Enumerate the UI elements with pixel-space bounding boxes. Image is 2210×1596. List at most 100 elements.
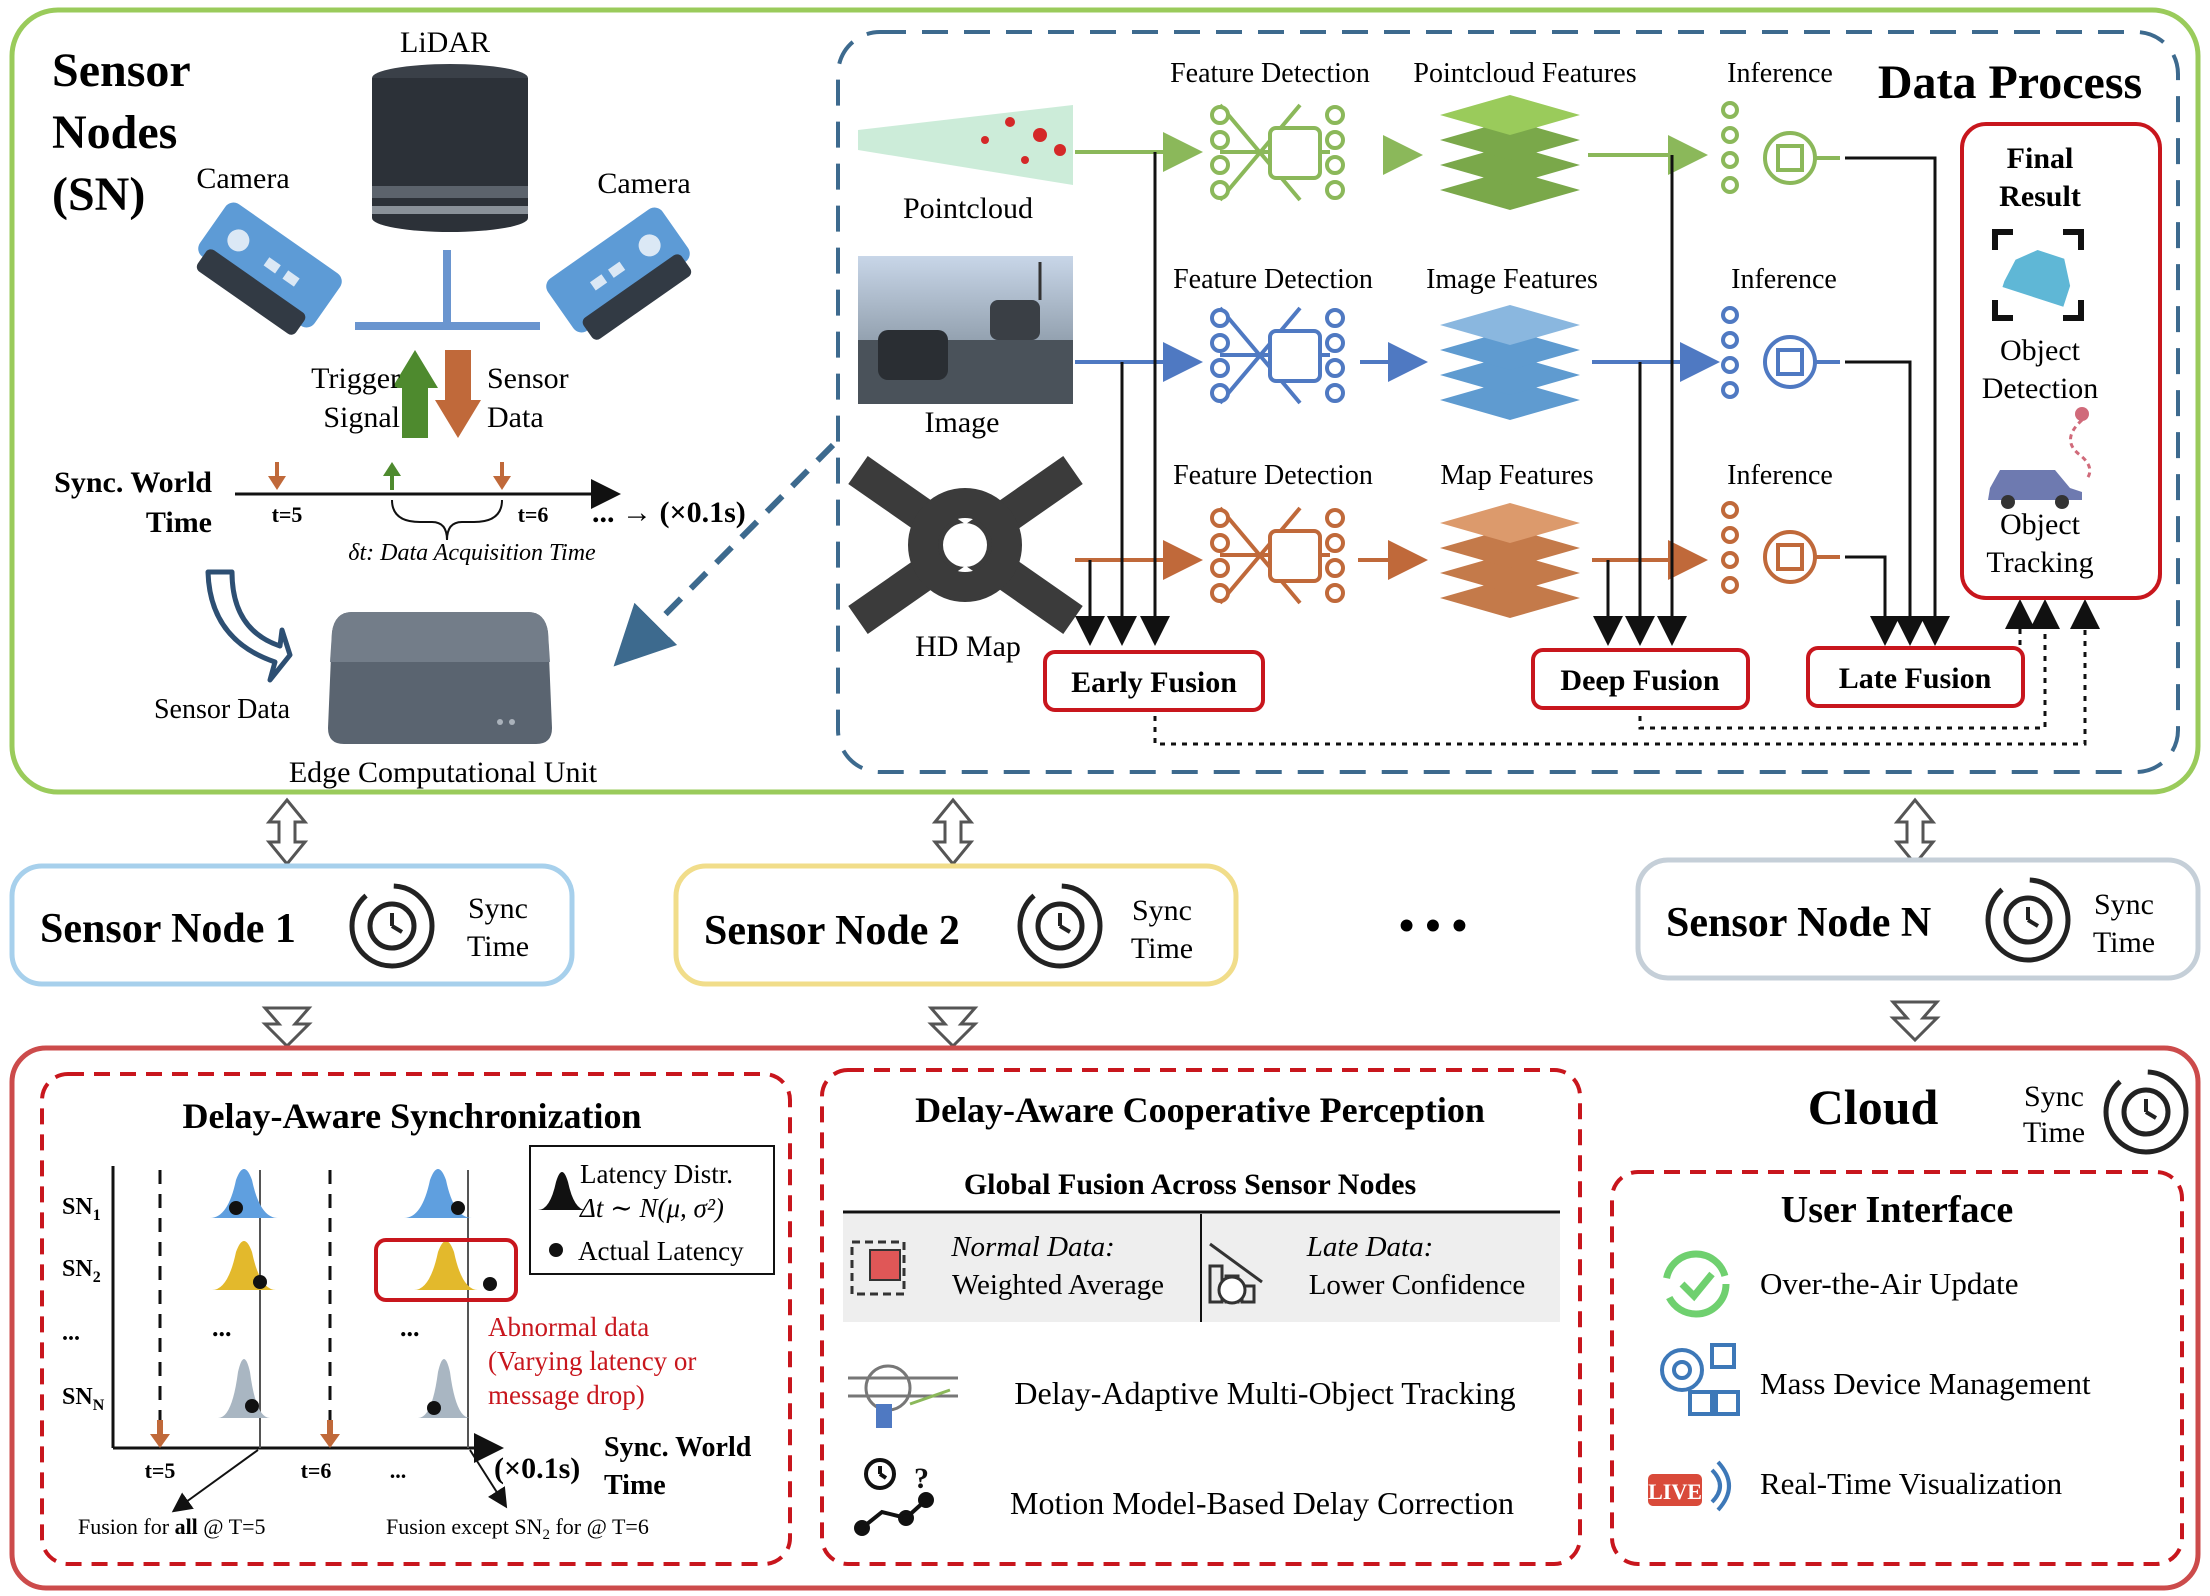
updown-arrow-n-icon <box>1893 797 1937 867</box>
delay-correction-icon: ? <box>854 1458 934 1536</box>
down-arrow-1-icon <box>261 1006 313 1049</box>
svg-text:?: ? <box>914 1462 929 1495</box>
das-row-1-label: SN1 <box>62 1194 101 1224</box>
inference-label-1: Inference <box>1727 58 1833 89</box>
sensor-node-n-label: Sensor Node N <box>1666 900 1931 946</box>
das-axis-unit: (×0.1s) <box>494 1452 580 1485</box>
sync-time-label-node1-2: Time <box>467 930 529 963</box>
cloud-sync-label-2: Time <box>2023 1116 2085 1149</box>
tick-marker-t6 <box>493 462 511 490</box>
device-management-icon <box>1660 1343 1740 1416</box>
das-tick-t5: t=5 <box>145 1458 176 1483</box>
das-title: Delay-Aware Synchronization <box>183 1096 642 1136</box>
ota-update-icon <box>1662 1250 1730 1318</box>
sync-clock-icon <box>349 883 435 969</box>
latency-distribution-sn2-b <box>414 1241 497 1291</box>
sn-title-line-3: (SN) <box>52 168 145 221</box>
feature-detection-label-2: Feature Detection <box>1173 264 1373 295</box>
early-fusion-label: Early Fusion <box>1071 666 1237 699</box>
sn-title-line-1: Sensor <box>52 44 191 97</box>
map-features-label: Map Features <box>1440 460 1593 491</box>
final-result-label-2: Result <box>1999 180 2081 213</box>
latency-distribution-sn1-b <box>404 1169 472 1218</box>
pointcloud-image <box>858 100 1073 190</box>
tick-marker-trigger <box>383 462 401 490</box>
object-tracking-label-1: Object <box>2000 508 2081 541</box>
car-tracking-icon <box>1988 407 2092 509</box>
inference-label-2: Inference <box>1731 264 1837 295</box>
sensor-data-arrow-icon <box>435 350 481 438</box>
nodes-ellipsis: • • • <box>1399 901 1467 950</box>
legend-actual-label: Actual Latency <box>578 1236 744 1266</box>
abnormal-data-label-1: Abnormal data <box>488 1312 649 1342</box>
das-row-4-label: SNN <box>62 1384 105 1414</box>
axis-unit-label: ... → (×0.1s) <box>592 496 746 529</box>
lidar-icon <box>372 64 528 232</box>
camera-right-icon <box>546 207 692 340</box>
sensor-data-label-1: Sensor <box>487 362 569 395</box>
tick-t5-label: t=5 <box>272 502 303 527</box>
ui-box <box>1610 1170 2184 1566</box>
data-process-title: Data Process <box>1878 56 2142 109</box>
lidar-label: LiDAR <box>400 26 490 59</box>
camera-right-label: Camera <box>597 167 690 200</box>
latency-distribution-sn1-a <box>210 1169 278 1218</box>
feature-net-icon-image <box>1210 306 1345 405</box>
das-tick-dots: ... <box>390 1458 407 1483</box>
data-process-link-arrow <box>613 442 836 667</box>
hd-map-image <box>848 454 1083 634</box>
edge-unit-icon <box>328 612 552 744</box>
late-data-label-2: Lower Confidence <box>1309 1269 1526 1301</box>
inference-icon-pointcloud <box>1721 101 1840 194</box>
pointcloud-flow-arrows <box>1075 132 1708 175</box>
sensor-node-1-card <box>9 863 575 987</box>
inference-icon-map <box>1721 501 1840 594</box>
tick-marker-t6 <box>320 1420 340 1448</box>
pointcloud-features-label: Pointcloud Features <box>1413 58 1636 89</box>
tick-marker-t5 <box>150 1420 170 1448</box>
updown-arrow-1-icon <box>265 797 309 867</box>
ui-item-3-label: Real-Time Visualization <box>1760 1466 2063 1501</box>
updown-arrow-2-icon <box>931 797 975 867</box>
latency-distribution-sn2-a <box>212 1241 276 1290</box>
das-sync-label-1: Sync. World <box>604 1432 752 1463</box>
fusion-except-pointer <box>469 1449 508 1509</box>
abnormal-data-label-3: message drop) <box>488 1380 645 1410</box>
legend-latency-label-2: Δt ∼ N(μ, σ²) <box>579 1193 724 1223</box>
das-dots-2: ... <box>400 1313 420 1342</box>
sensor-node-1-label: Sensor Node 1 <box>40 906 296 952</box>
das-box <box>40 1072 792 1566</box>
sync-clock-icon <box>2103 1069 2189 1155</box>
dacp-box <box>820 1068 1582 1566</box>
sensor-node-2-card <box>673 863 1239 987</box>
late-fusion-label: Late Fusion <box>1839 662 1992 695</box>
das-sync-label-2: Time <box>604 1470 666 1501</box>
tracking-label: Delay-Adaptive Multi-Object Tracking <box>1014 1375 1515 1411</box>
latency-distribution-snn-a <box>218 1359 270 1418</box>
tracking-icon <box>848 1364 958 1428</box>
trigger-arrow-icon <box>392 350 438 438</box>
das-row-2-label: SN2 <box>62 1256 101 1286</box>
sensor-data-curve-arrow-icon <box>205 569 293 683</box>
sensor-data-label-2: Data <box>487 401 544 434</box>
live-badge-label: LIVE <box>1648 1479 1702 1504</box>
image-features-icon <box>1440 305 1580 420</box>
live-visualization-icon <box>1648 1460 1731 1512</box>
camera-left-icon <box>196 202 342 335</box>
ui-title: User Interface <box>1781 1189 2013 1231</box>
feature-net-icon-map <box>1210 506 1345 605</box>
late-data-label-1: Late Data: <box>1306 1231 1433 1263</box>
normal-data-label-2: Weighted Average <box>952 1269 1164 1301</box>
feature-detection-label-3: Feature Detection <box>1173 460 1373 491</box>
legend-actual-icon <box>549 1243 563 1257</box>
camera-left-label: Camera <box>196 162 289 195</box>
das-dots-1: ... <box>212 1313 232 1342</box>
fusion-except-label: Fusion except SN2 for @ T=6 <box>386 1514 649 1543</box>
sensor-node-2-label: Sensor Node 2 <box>704 908 960 954</box>
deep-fusion-box <box>1531 648 1750 710</box>
deep-fusion-label: Deep Fusion <box>1560 664 1720 697</box>
das-tick-t6: t=6 <box>301 1458 332 1483</box>
latency-distribution-snn-b <box>418 1359 470 1418</box>
sync-time-label-node2-1: Sync <box>1132 894 1192 927</box>
